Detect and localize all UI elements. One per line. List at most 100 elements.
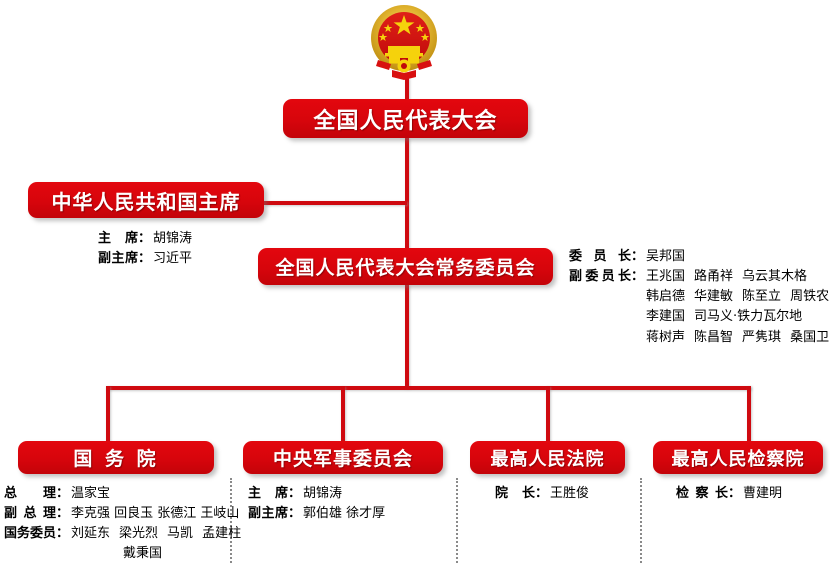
details-court: 院长 ： 王胜俊	[495, 484, 589, 504]
detail-colon: ：	[728, 486, 742, 501]
detail-colon: ：	[138, 251, 152, 267]
detail-value: 温家宝	[71, 486, 111, 501]
person-name: 乌云其木格	[742, 269, 808, 285]
detail-value: 曹建明	[743, 486, 783, 501]
node-label-npc: 全国人民代表大会	[313, 108, 498, 134]
detail-label: 主席	[98, 231, 138, 246]
detail-value: 吴邦国	[646, 249, 686, 264]
detail-row: 院长 ： 王胜俊	[495, 484, 589, 504]
node-label-state-council: 国 务 院	[73, 448, 159, 470]
node-supreme-peoples-court[interactable]: 最高人民法院	[470, 441, 625, 474]
node-label-president: 中华人民共和国主席	[51, 189, 241, 214]
connector-drop-state-council	[106, 386, 110, 442]
connector-npcsc-trunk	[405, 285, 409, 388]
person-name: 陈昌智	[694, 329, 734, 345]
name-line: 韩启德华建敏陈至立周铁农	[646, 287, 829, 307]
detail-label: 副委员长	[569, 269, 631, 285]
details-president: 主席 ： 胡锦涛 副主席 ： 习近平	[98, 229, 192, 269]
connector-drop-cmc	[341, 386, 345, 442]
detail-row-vice-chairmen: 副委员长 ： 王兆国路甬祥乌云其木格 韩启德华建敏陈至立周铁农 李建国司马义·铁…	[569, 267, 829, 348]
name-line: 蒋树声陈昌智严隽琪桑国卫	[646, 328, 829, 348]
name-line: 王兆国路甬祥乌云其木格	[646, 267, 829, 287]
node-label-npcsc: 全国人民代表大会常务委员会	[275, 257, 536, 279]
detail-label: 国务委员	[4, 526, 57, 542]
detail-value: 习近平	[153, 251, 193, 267]
connector-main-bus	[106, 386, 751, 390]
person-name: 韩启德	[646, 289, 686, 305]
detail-label: 检察长	[676, 486, 728, 501]
person-name: 刘延东	[71, 526, 111, 542]
detail-value: 胡锦涛	[153, 231, 193, 246]
person-name: 蒋树声	[646, 329, 686, 345]
name-line: 李建国司马义·铁力瓦尔地	[646, 307, 829, 327]
connector-drop-procuratorate	[747, 386, 751, 442]
detail-colon: ：	[535, 486, 549, 501]
detail-row-chairman: 委员长 ： 吴邦国	[569, 247, 829, 267]
node-label-court: 最高人民法院	[490, 448, 605, 470]
person-name: 马凯	[167, 526, 194, 542]
detail-value: 王胜俊	[550, 486, 590, 501]
person-name: 梁光烈	[119, 526, 159, 542]
detail-label: 院长	[495, 486, 535, 501]
node-label-procuratorate: 最高人民检察院	[671, 448, 805, 470]
column-separator-3	[640, 478, 642, 563]
details-state-council: 总理 ： 温家宝 副总理 ： 李克强 回良玉 张德江 王岐山 国务委员 ： 刘延…	[4, 484, 241, 565]
detail-colon: ：	[56, 526, 70, 542]
detail-row-state-councillors: 国务委员 ： 刘延东梁光烈马凯孟建柱 戴秉国	[4, 524, 241, 564]
detail-value: 胡锦涛	[303, 486, 343, 501]
detail-colon: ：	[56, 486, 70, 501]
detail-label: 委员长	[569, 249, 631, 264]
detail-colon: ：	[631, 249, 645, 264]
detail-colon: ：	[138, 231, 152, 246]
connector-npc-trunk	[405, 138, 409, 248]
details-npc-standing-committee: 委员长 ： 吴邦国 副委员长 ： 王兆国路甬祥乌云其木格 韩启德华建敏陈至立周铁…	[569, 247, 829, 348]
details-cmc: 主席 ： 胡锦涛 副主席 ： 郭伯雄 徐才厚	[248, 484, 385, 524]
person-name: 李建国	[646, 309, 686, 325]
detail-colon: ：	[288, 486, 302, 501]
person-name: 桑国卫	[790, 329, 830, 345]
node-state-council[interactable]: 国 务 院	[18, 441, 214, 474]
node-central-military-commission[interactable]: 中央军事委员会	[243, 441, 443, 474]
name-line: 刘延东梁光烈马凯孟建柱	[71, 524, 241, 544]
national-emblem-icon	[358, 2, 450, 82]
detail-label: 主席	[248, 486, 288, 501]
node-supreme-peoples-procuratorate[interactable]: 最高人民检察院	[653, 441, 823, 474]
detail-label: 副主席	[248, 506, 288, 522]
vice-chairmen-names: 王兆国路甬祥乌云其木格 韩启德华建敏陈至立周铁农 李建国司马义·铁力瓦尔地 蒋树…	[646, 267, 829, 348]
detail-row: 主席 ： 胡锦涛	[98, 229, 192, 249]
person-name: 王兆国	[646, 269, 686, 285]
connector-emblem-to-npc	[405, 78, 409, 102]
state-councillor-names: 刘延东梁光烈马凯孟建柱 戴秉国	[71, 524, 241, 564]
column-separator-2	[456, 478, 458, 563]
name-line: 戴秉国	[71, 544, 241, 564]
node-label-cmc: 中央军事委员会	[272, 448, 413, 470]
person-name: 严隽琪	[742, 329, 782, 345]
detail-colon: ：	[56, 506, 70, 522]
detail-row: 副主席 ： 习近平	[98, 249, 192, 269]
detail-label: 总理	[4, 486, 56, 501]
detail-value: 李克强 回良玉 张德江 王岐山	[71, 506, 240, 522]
node-national-peoples-congress[interactable]: 全国人民代表大会	[283, 99, 528, 138]
person-name: 戴秉国	[123, 546, 163, 562]
node-npc-standing-committee[interactable]: 全国人民代表大会常务委员会	[258, 248, 553, 285]
detail-label: 副总理	[4, 506, 56, 522]
person-name: 陈至立	[742, 289, 782, 305]
detail-colon: ：	[288, 506, 302, 522]
person-name: 司马义·铁力瓦尔地	[694, 309, 803, 325]
detail-row-premier: 总理 ： 温家宝	[4, 484, 241, 504]
connector-to-president	[264, 201, 407, 205]
detail-row: 检察长 ： 曹建明	[676, 484, 782, 504]
person-name: 路甬祥	[694, 269, 734, 285]
column-separator-1	[230, 478, 232, 563]
detail-value: 郭伯雄 徐才厚	[303, 506, 386, 522]
detail-row-vice-premiers: 副总理 ： 李克强 回良玉 张德江 王岐山	[4, 504, 241, 524]
person-name: 孟建柱	[202, 526, 242, 542]
detail-row: 主席 ： 胡锦涛	[248, 484, 385, 504]
person-name: 华建敏	[694, 289, 734, 305]
details-procuratorate: 检察长 ： 曹建明	[676, 484, 782, 504]
person-name: 周铁农	[790, 289, 830, 305]
detail-row: 副主席 ： 郭伯雄 徐才厚	[248, 504, 385, 524]
node-president-of-prc[interactable]: 中华人民共和国主席	[28, 182, 264, 218]
detail-colon: ：	[631, 269, 645, 285]
